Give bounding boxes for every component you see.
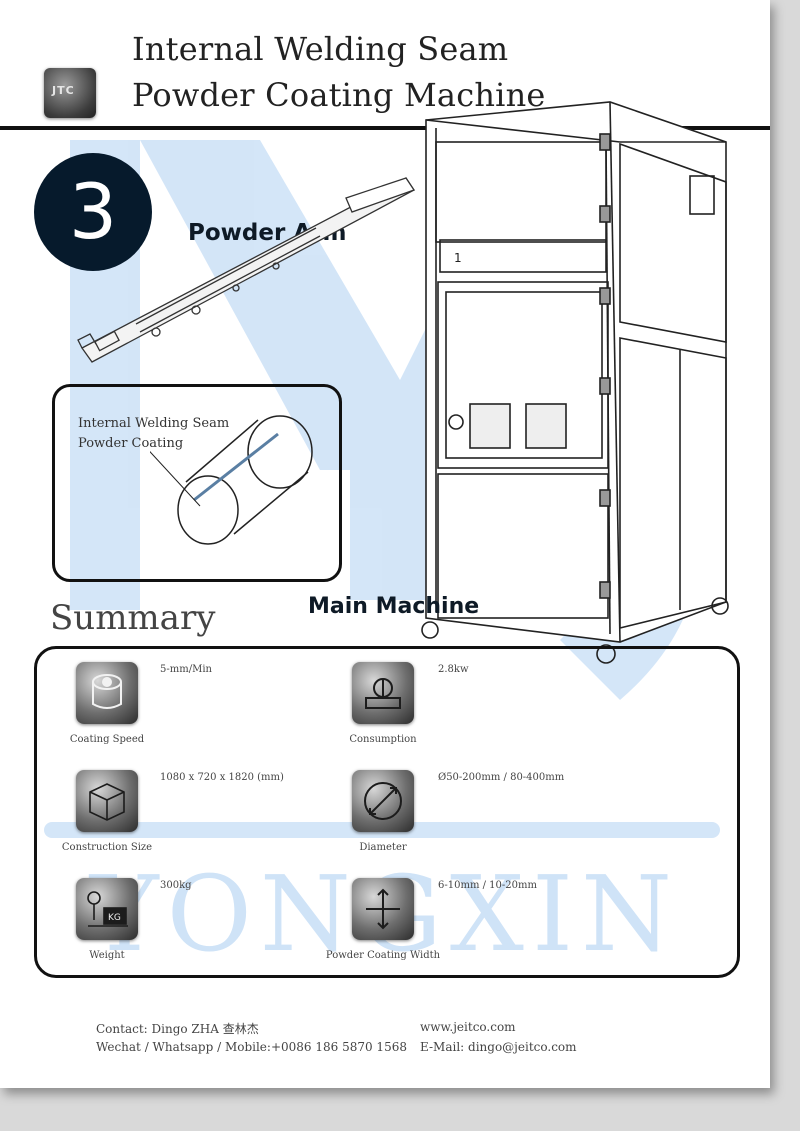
summary-box — [34, 646, 740, 978]
title-line-2: Powder Coating Machine — [132, 76, 546, 114]
diameter-icon — [352, 770, 414, 832]
footer-phone: Wechat / Whatsapp / Mobile:+0086 186 587… — [96, 1040, 407, 1054]
summary-title: Summary — [50, 598, 216, 638]
powder-arm-drawing — [77, 177, 416, 363]
width-arrows-icon — [352, 878, 414, 940]
footer-contact: Contact: Dingo ZHA 查林杰 — [96, 1022, 259, 1036]
coating-speed-value: 5-mm/Min — [160, 664, 212, 675]
construction-size-value: 1080 x 720 x 1820 (mm) — [160, 772, 284, 783]
section-number-badge: 3 — [34, 153, 152, 271]
coating-speed-caption: Coating Speed — [69, 734, 145, 745]
construction-size-caption: Construction Size — [61, 842, 153, 853]
footer-website[interactable]: www.jeitco.com — [420, 1020, 516, 1034]
svg-text:KG: KG — [108, 913, 121, 923]
logo-mark: JTC — [52, 84, 75, 97]
powder-coating-width-value: 6-10mm / 10-20mm — [438, 880, 537, 891]
weight-value: 300kg — [160, 880, 192, 891]
consumption-caption: Consumption — [349, 734, 417, 745]
pipe-cylinder-illustration — [150, 415, 313, 545]
weight-caption: Weight — [89, 950, 125, 961]
powder-coating-width-caption: Powder Coating Width — [325, 950, 441, 961]
consumption-icon — [352, 662, 414, 724]
footer-email[interactable]: E-Mail: dingo@jeitco.com — [420, 1040, 577, 1054]
inset-box — [52, 384, 342, 582]
diameter-caption: Diameter — [359, 842, 407, 853]
speed-gauge-icon — [76, 662, 138, 724]
main-machine-drawing: 1 — [421, 101, 729, 664]
header-rule — [0, 126, 770, 130]
main-machine-label: Main Machine — [308, 594, 480, 619]
brochure-page: YONGXIN JTC Internal Welding Seam Powder… — [0, 0, 770, 1088]
inset-text-line-1: Internal Welding Seam — [78, 416, 230, 431]
machine-panel-label: 1 — [454, 251, 462, 265]
diameter-value: Ø50-200mm / 80-400mm — [438, 772, 565, 783]
title-line-1: Internal Welding Seam — [132, 30, 509, 68]
consumption-value: 2.8kw — [438, 664, 469, 675]
weight-icon: KG — [76, 878, 138, 940]
cube-icon — [76, 770, 138, 832]
section-number: 3 — [68, 167, 118, 256]
company-logo: JTC — [44, 68, 96, 118]
inset-text-line-2: Powder Coating — [78, 436, 184, 451]
